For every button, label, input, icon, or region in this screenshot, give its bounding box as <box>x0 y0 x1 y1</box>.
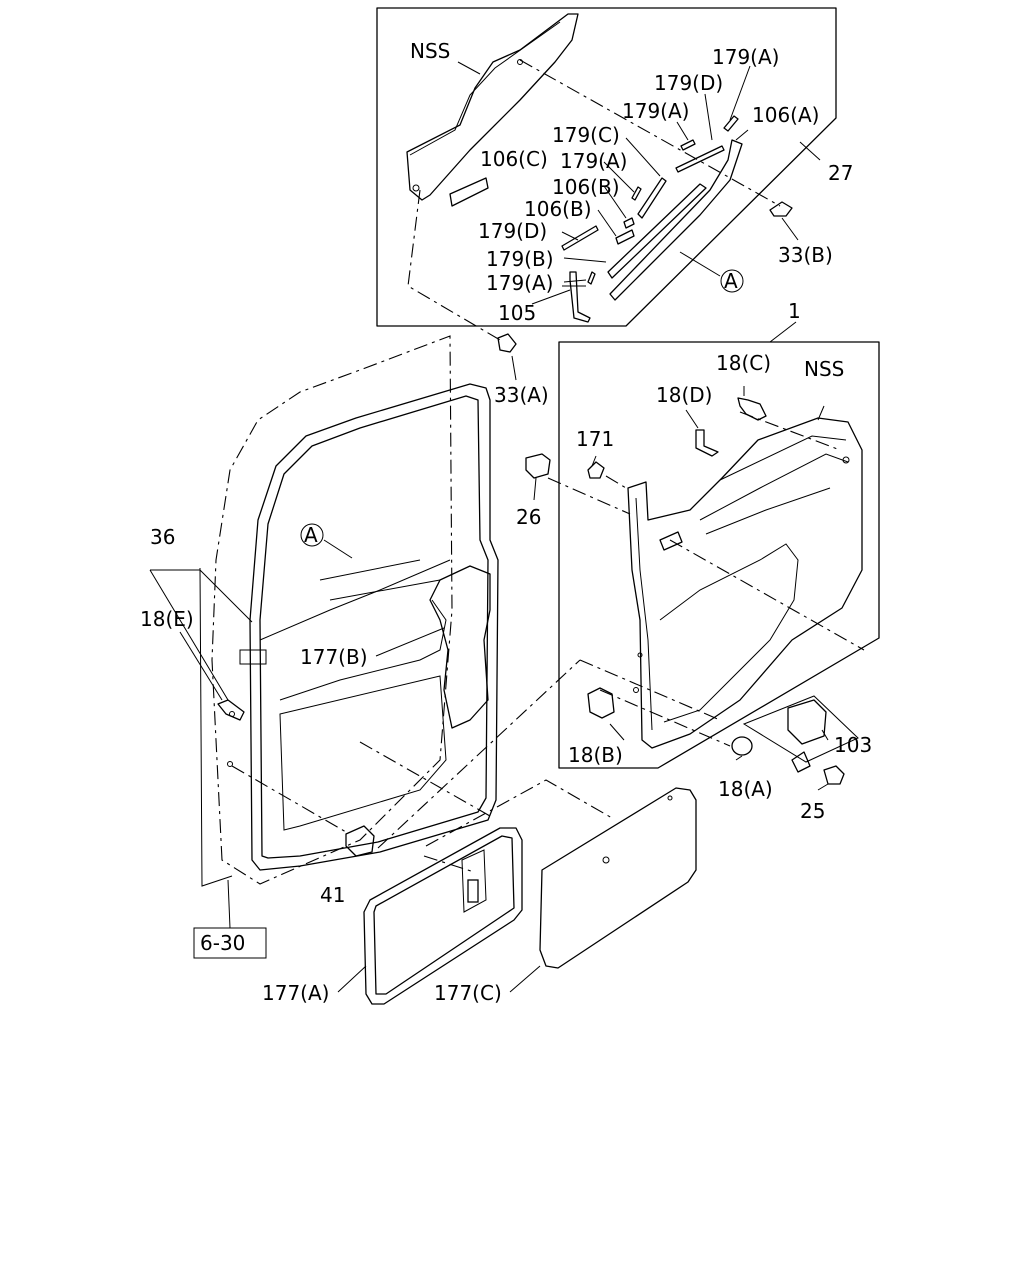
pad-177c <box>539 787 697 969</box>
part-179c-strip <box>637 177 667 219</box>
bracket-18d <box>695 429 719 457</box>
label-103: 103 <box>834 733 872 757</box>
label-179a-1: 179(A) <box>712 45 779 69</box>
part-105-bracket <box>569 271 591 323</box>
label-18e: 18(E) <box>140 607 194 631</box>
label-41: 41 <box>320 883 345 907</box>
label-18b: 18(B) <box>568 743 623 767</box>
label-179d-2: 179(D) <box>478 219 547 243</box>
label-106b-2: 106(B) <box>524 197 592 221</box>
label-25: 25 <box>800 799 825 823</box>
clip-26 <box>525 453 551 479</box>
label-179b: 179(B) <box>486 247 554 271</box>
part-106b-2 <box>615 229 635 245</box>
clip-171 <box>587 461 605 479</box>
reference-circle-a-left <box>300 523 324 547</box>
door-inner-window <box>259 559 451 641</box>
label-nss-right: NSS <box>804 357 844 381</box>
door-liner-177b <box>429 565 491 729</box>
label-106b-1: 106(B) <box>552 175 620 199</box>
clip-33a <box>497 333 517 353</box>
label-33a: 33(A) <box>494 383 549 407</box>
label-179d-1: 179(D) <box>654 71 723 95</box>
label-26: 26 <box>516 505 541 529</box>
label-106a: 106(A) <box>752 103 819 127</box>
pin-18b <box>587 687 615 719</box>
label-179a-3: 179(A) <box>560 149 627 173</box>
label-179a-2: 179(A) <box>622 99 689 123</box>
part-179d-lower <box>561 225 599 251</box>
label-36: 36 <box>150 525 175 549</box>
right-inset-frame <box>558 341 880 769</box>
part-179a-top <box>723 115 739 132</box>
door-outer-panel <box>211 335 453 885</box>
part-179a-mid <box>680 139 696 151</box>
part-106c <box>449 177 489 207</box>
label-18a: 18(A) <box>718 777 773 801</box>
label-1: 1 <box>788 299 801 323</box>
label-6-30: 6-30 <box>200 931 245 955</box>
handle-103 <box>787 699 827 745</box>
label-177b: 177(B) <box>300 645 368 669</box>
label-179a-4: 179(A) <box>486 271 553 295</box>
part-103-outline <box>742 695 859 763</box>
part-179d-strip <box>675 145 725 173</box>
door-seal-inner <box>259 395 489 859</box>
screw-18e <box>217 699 245 721</box>
door-seal-outer <box>249 383 499 871</box>
label-nss-top: NSS <box>410 39 450 63</box>
label-105: 105 <box>498 301 536 325</box>
label-177c: 177(C) <box>434 981 502 1005</box>
part-179b-strip <box>607 183 707 279</box>
label-27: 27 <box>828 161 853 185</box>
top-inset-frame <box>376 7 837 327</box>
part-179a-lower <box>587 271 596 285</box>
label-18c: 18(C) <box>716 351 771 375</box>
circle-a-top-label: A <box>724 269 738 293</box>
label-18d: 18(D) <box>656 383 712 407</box>
part-106b-1 <box>623 217 635 229</box>
clip-33b <box>769 201 793 217</box>
screw-18c <box>737 397 767 421</box>
clip-41 <box>345 825 375 857</box>
screw-25 <box>823 765 845 785</box>
door-trim-panel <box>627 417 863 749</box>
label-33b: 33(B) <box>778 243 833 267</box>
circle-a-left-label: A <box>304 523 318 547</box>
reference-circle-a-top <box>720 269 744 293</box>
label-106c: 106(C) <box>480 147 548 171</box>
label-179c: 179(C) <box>552 123 620 147</box>
nss-upper-trim <box>406 13 579 201</box>
part-106a-strip <box>609 139 743 301</box>
label-171: 171 <box>576 427 614 451</box>
cap-18a <box>731 736 753 756</box>
part-179a-small <box>631 186 642 201</box>
label-177a: 177(A) <box>262 981 329 1005</box>
seal-177a <box>363 827 523 1005</box>
